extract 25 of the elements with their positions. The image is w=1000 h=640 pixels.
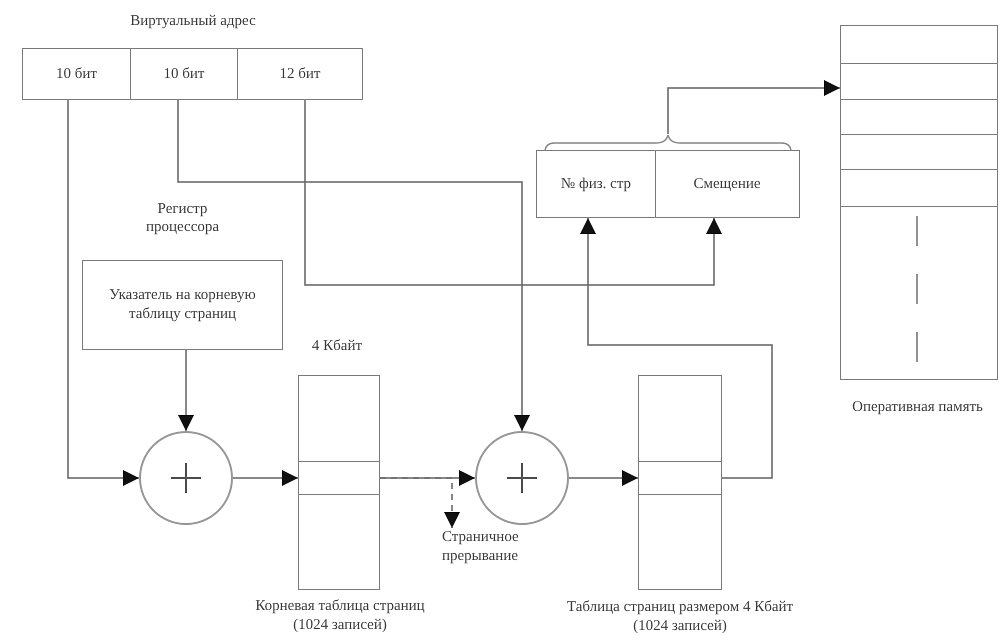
register-label: Регистр процессора bbox=[144, 200, 220, 236]
arrow bbox=[667, 80, 840, 134]
bit-field-cell: 10 бит bbox=[130, 48, 238, 100]
arrow bbox=[304, 100, 722, 286]
arrow bbox=[233, 470, 298, 486]
arrow bbox=[67, 100, 139, 486]
table-caption: Корневая таблица страниц (1024 записей) bbox=[254, 597, 426, 635]
page-table-box bbox=[638, 375, 722, 590]
memory-box bbox=[840, 25, 998, 380]
arrow bbox=[569, 470, 638, 486]
table-caption: Оперативная память bbox=[851, 398, 984, 417]
table-caption: Таблица страниц размером 4 Кбайт (1024 записей) bbox=[566, 598, 794, 636]
arrow bbox=[177, 100, 530, 431]
table-caption: 4 Кбайт bbox=[310, 337, 364, 356]
bit-field-cell: Смещение bbox=[654, 150, 800, 218]
address-heading: Виртуальный адрес bbox=[129, 12, 257, 30]
arrow bbox=[580, 218, 773, 479]
page-table-box bbox=[298, 375, 380, 590]
bit-field-cell: № физ. стр bbox=[536, 150, 656, 218]
page-fault-label: Страничное прерывание bbox=[442, 528, 592, 572]
bit-field-cell: 10 бит bbox=[22, 48, 131, 100]
bit-field-cell: 12 бит bbox=[237, 48, 363, 100]
register-box: Указатель на корневую таблицу страниц bbox=[82, 260, 283, 350]
arrow bbox=[380, 477, 460, 528]
arrow bbox=[178, 350, 194, 431]
